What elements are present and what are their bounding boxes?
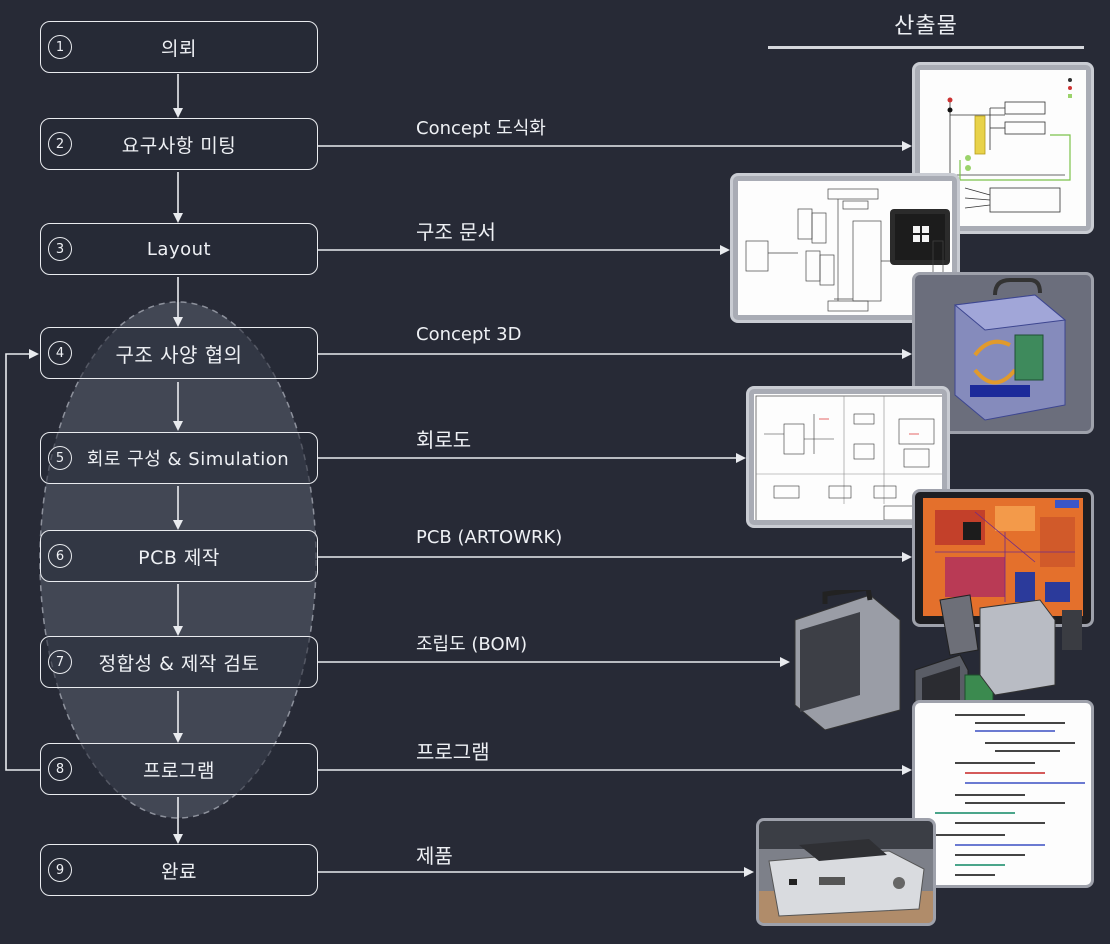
step-number: 4 xyxy=(48,341,72,365)
deliverable-label-concept-3d: Concept 3D xyxy=(416,324,521,345)
step-3: 3 Layout xyxy=(40,223,318,275)
step-2: 2 요구사항 미팅 xyxy=(40,118,318,170)
step-4: 4 구조 사양 협의 xyxy=(40,327,318,379)
outputs-title: 산출물 xyxy=(768,8,1084,40)
deliverable-label-assembly: 조립도 (BOM) xyxy=(416,630,527,656)
step-number: 1 xyxy=(48,35,72,59)
program-source-code-image xyxy=(912,700,1094,888)
step-number: 8 xyxy=(48,757,72,781)
deliverable-label-pcb: PCB (ARTOWRK) xyxy=(416,527,562,548)
step-label: PCB 제작 xyxy=(138,543,220,570)
deliverable-label-concept: Concept 도식화 xyxy=(416,114,546,140)
finished-product-photo-image xyxy=(756,818,936,926)
step-1: 1 의뢰 xyxy=(40,21,318,73)
step-label: 구조 사양 협의 xyxy=(115,339,242,368)
step-label: 정합성 & 제작 검토 xyxy=(99,649,260,676)
step-number: 5 xyxy=(48,446,72,470)
step-number: 6 xyxy=(48,544,72,568)
step-7: 7 정합성 & 제작 검토 xyxy=(40,636,318,688)
step-label: Layout xyxy=(147,239,211,260)
step-number: 7 xyxy=(48,650,72,674)
step-label: 회로 구성 & Simulation xyxy=(87,445,289,471)
deliverable-label-structure-doc: 구조 문서 xyxy=(416,216,496,245)
deliverable-label-program: 프로그램 xyxy=(416,736,490,765)
step-8: 8 프로그램 xyxy=(40,743,318,795)
step-6: 6 PCB 제작 xyxy=(40,530,318,582)
step-number: 9 xyxy=(48,858,72,882)
step-9: 9 완료 xyxy=(40,844,318,896)
step-number: 2 xyxy=(48,132,72,156)
step-label: 의뢰 xyxy=(161,34,197,61)
step-5: 5 회로 구성 & Simulation xyxy=(40,432,318,484)
deliverable-label-schematic: 회로도 xyxy=(416,424,471,453)
step-label: 요구사항 미팅 xyxy=(122,131,236,158)
feedback-loop-8-to-4 xyxy=(6,354,40,770)
step-label: 프로그램 xyxy=(143,756,215,783)
deliverable-label-product: 제품 xyxy=(416,840,453,869)
outputs-title-underline xyxy=(768,46,1084,49)
step-number: 3 xyxy=(48,237,72,261)
step-label: 완료 xyxy=(161,857,197,884)
